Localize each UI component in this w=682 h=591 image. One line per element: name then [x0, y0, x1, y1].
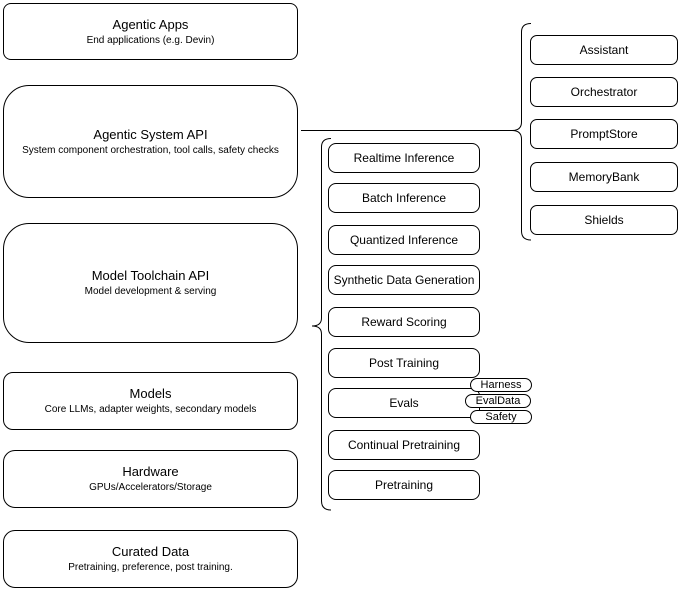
node-continual-pretraining: Continual Pretraining [328, 430, 480, 460]
node-label: Assistant [579, 43, 629, 57]
node-label: Reward Scoring [361, 315, 447, 329]
node-subtitle: GPUs/Accelerators/Storage [89, 482, 212, 493]
node-label: MemoryBank [568, 170, 640, 184]
node-label: Orchestrator [570, 85, 638, 99]
node-curated-data: Curated Data Pretraining, preference, po… [3, 530, 298, 588]
node-model-toolchain-api: Model Toolchain API Model development & … [3, 223, 298, 343]
node-subtitle: Pretraining, preference, post training. [68, 562, 233, 573]
tag-safety: Safety [470, 410, 532, 424]
node-hardware: Hardware GPUs/Accelerators/Storage [3, 450, 298, 508]
node-memorybank: MemoryBank [530, 162, 678, 192]
node-subtitle: System component orchestration, tool cal… [22, 144, 279, 156]
node-reward-scoring: Reward Scoring [328, 307, 480, 337]
node-orchestrator: Orchestrator [530, 77, 678, 107]
components-brace [511, 23, 532, 241]
node-subtitle: Core LLMs, adapter weights, secondary mo… [44, 404, 257, 415]
node-label: PromptStore [570, 127, 638, 141]
node-subtitle: End applications (e.g. Devin) [86, 34, 215, 46]
toolchain-brace [311, 138, 332, 511]
node-label: Post Training [368, 356, 440, 370]
node-label: Continual Pretraining [347, 438, 461, 452]
node-batch-inference: Batch Inference [328, 183, 480, 213]
tag-label: Harness [480, 379, 522, 391]
node-synthetic-data-generation: Synthetic Data Generation [328, 265, 480, 295]
node-title: Models [129, 386, 172, 401]
node-title: Hardware [122, 464, 179, 479]
tag-harness: Harness [470, 378, 532, 392]
node-label: Realtime Inference [353, 151, 455, 165]
node-title: Model Toolchain API [91, 268, 210, 283]
node-label: Quantized Inference [349, 233, 459, 247]
node-evals: Evals [328, 388, 480, 418]
node-quantized-inference: Quantized Inference [328, 225, 480, 255]
node-label: Evals [389, 396, 419, 410]
node-label: Shields [584, 213, 624, 227]
node-label: Synthetic Data Generation [333, 273, 475, 287]
tag-evaldata: EvalData [465, 394, 531, 408]
node-label: Pretraining [374, 478, 434, 492]
node-realtime-inference: Realtime Inference [328, 143, 480, 173]
node-assistant: Assistant [530, 35, 678, 65]
node-shields: Shields [530, 205, 678, 235]
node-subtitle: Model development & serving [84, 286, 217, 297]
node-pretraining: Pretraining [328, 470, 480, 500]
node-label: Batch Inference [361, 191, 447, 205]
node-title: Curated Data [111, 544, 190, 559]
node-models: Models Core LLMs, adapter weights, secon… [3, 372, 298, 430]
node-promptstore: PromptStore [530, 119, 678, 149]
tag-label: EvalData [475, 395, 521, 407]
node-title: Agentic System API [93, 126, 208, 142]
node-agentic-apps: Agentic Apps End applications (e.g. Devi… [3, 3, 298, 60]
node-title: Agentic Apps [112, 16, 189, 32]
node-post-training: Post Training [328, 348, 480, 378]
tag-label: Safety [485, 411, 517, 423]
node-agentic-system-api: Agentic System API System component orch… [3, 85, 298, 198]
